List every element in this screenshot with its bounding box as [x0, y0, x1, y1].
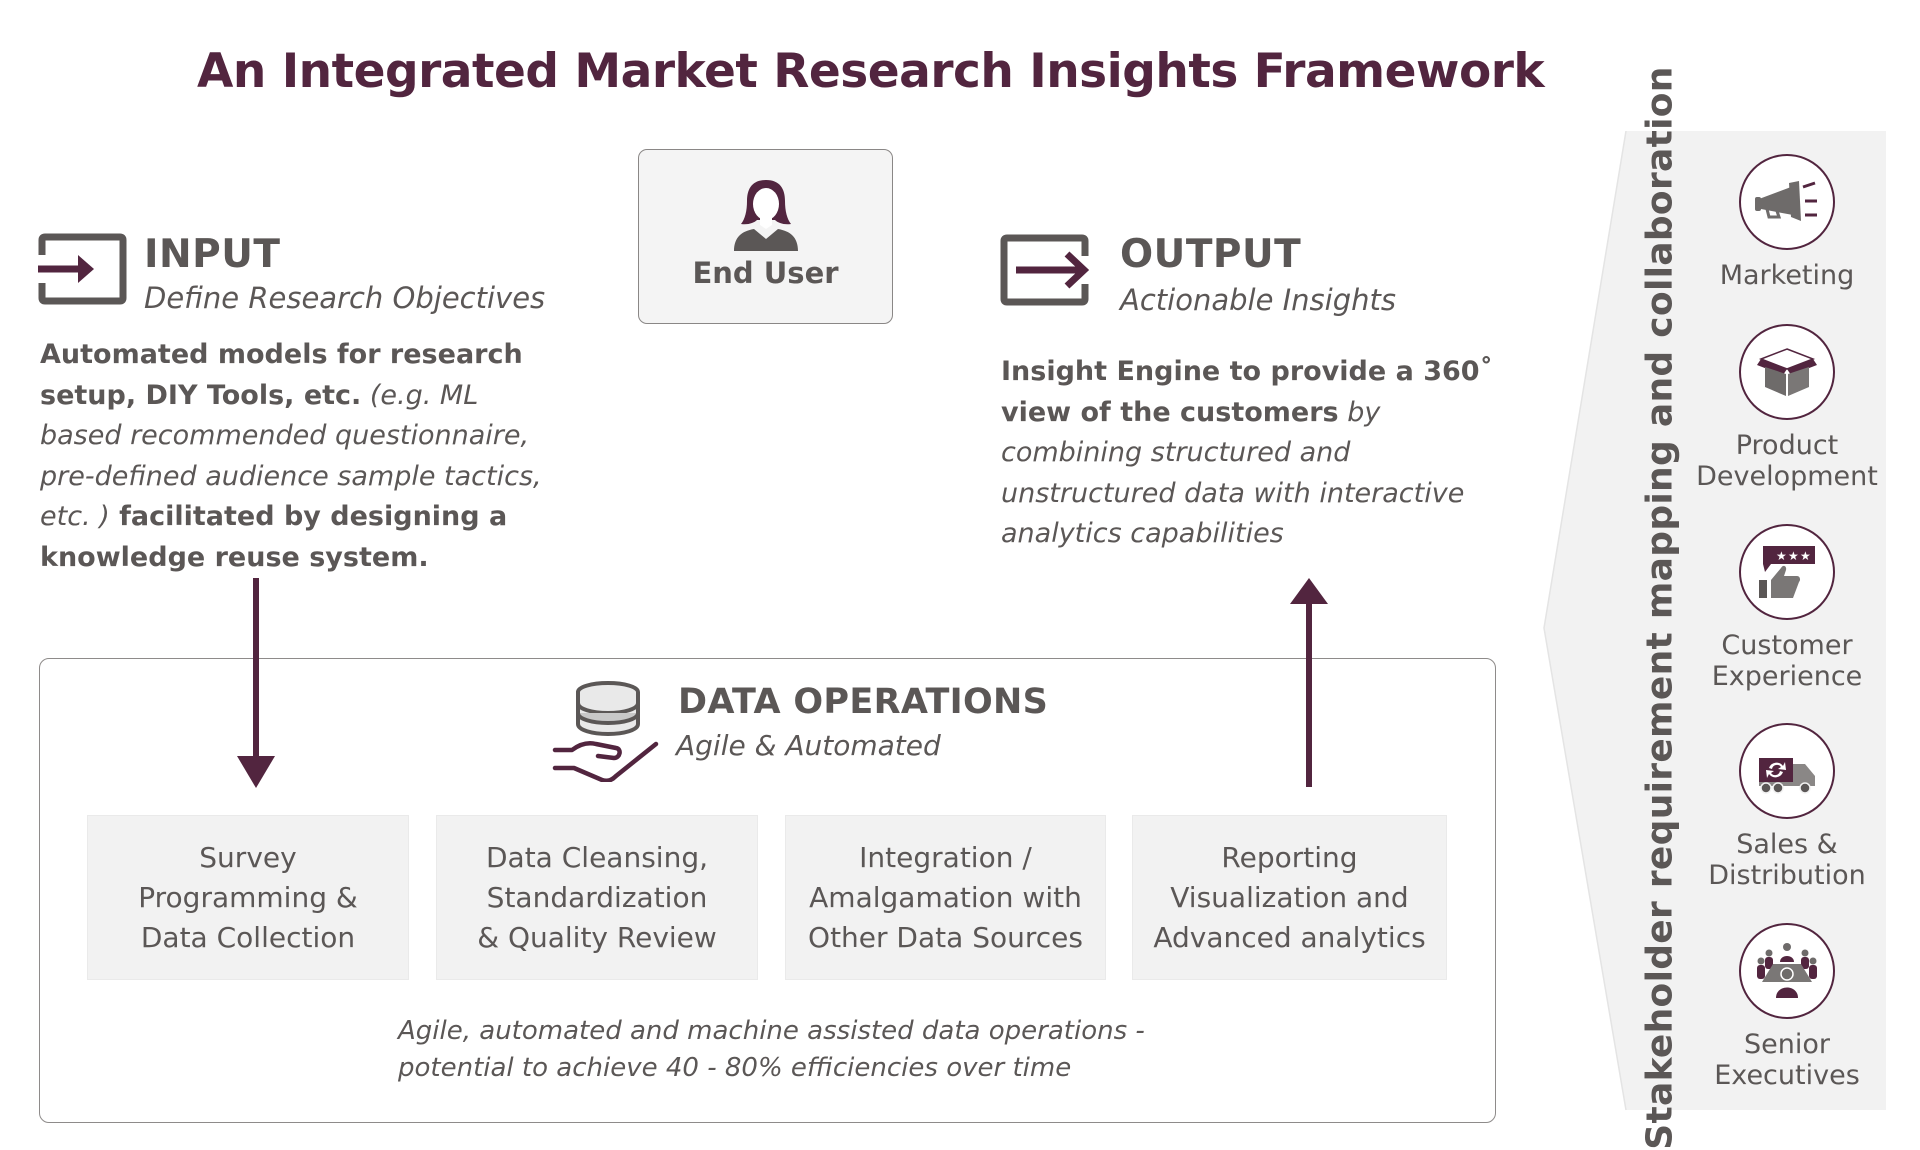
output-description: Insight Engine to provide a 360˚ view of… [1001, 352, 1506, 555]
stakeholder-heading: Stakeholder requirement mapping and coll… [1639, 66, 1681, 1150]
end-user-label: End User [692, 256, 839, 290]
role-label: Product [1735, 430, 1839, 461]
footer-line: potential to achieve 40 - 80% efficienci… [398, 1053, 1072, 1083]
output-arrow-icon [1000, 234, 1090, 310]
input-description-bold: Automated models for research setup, DIY… [40, 339, 523, 411]
step-line: Other Data Sources [808, 920, 1083, 954]
step-line: Amalgamation with [809, 880, 1082, 914]
step-line: Visualization and [1170, 880, 1409, 914]
role-label: Development [1696, 461, 1878, 492]
role-label: Distribution [1708, 860, 1866, 891]
step-line: & Quality Review [477, 920, 717, 954]
step-line: Advanced analytics [1153, 920, 1426, 954]
input-subheading: Define Research Objectives [144, 281, 546, 315]
svg-text:★: ★ [1800, 549, 1811, 563]
role-label: Sales & [1736, 829, 1838, 860]
role-label: Executives [1714, 1060, 1860, 1091]
open-box-icon [1739, 324, 1835, 420]
svg-text:★: ★ [1776, 549, 1787, 563]
role-label: Marketing [1719, 260, 1855, 291]
database-hand-icon [552, 680, 662, 786]
megaphone-icon [1739, 154, 1835, 250]
step-line: Reporting [1221, 840, 1358, 874]
role-label: Customer [1721, 630, 1853, 661]
step-data-cleansing: Data Cleansing, Standardization & Quality … [436, 815, 758, 980]
arrow-up-icon [1290, 578, 1328, 608]
svg-text:★: ★ [1788, 549, 1799, 563]
step-line: Data Cleansing, [485, 840, 708, 874]
delivery-truck-icon [1739, 723, 1835, 819]
output-subheading: Actionable Insights [1120, 283, 1396, 317]
step-line: Data Collection [140, 920, 356, 954]
data-operations-heading: DATA OPERATIONS [678, 682, 1049, 722]
rating-thumbs-up-icon: ★ ★ ★ [1739, 524, 1835, 620]
output-description-italic: by combining structured and unstructured… [1001, 396, 1465, 550]
step-line: Standardization [486, 880, 708, 914]
step-line: Integration / [859, 840, 1032, 874]
step-line: Survey [199, 840, 297, 874]
footer-line: Agile, automated and machine assisted da… [398, 1016, 1145, 1046]
output-description-bold: Insight Engine to provide a 360˚ view of… [1001, 356, 1494, 428]
input-flow-arrow-shaft [253, 578, 259, 758]
input-description: Automated models for research setup, DIY… [40, 335, 560, 578]
role-marketing: Marketing [1677, 154, 1897, 291]
input-arrow-icon [38, 233, 127, 309]
output-flow-arrow-shaft [1306, 602, 1312, 787]
role-sales-distribution: Sales &Distribution [1677, 723, 1897, 891]
page-title: An Integrated Market Research Insights F… [197, 44, 1545, 99]
role-label: Senior [1744, 1029, 1830, 1060]
step-line: Programming & [138, 880, 358, 914]
meeting-table-icon [1739, 923, 1835, 1019]
role-label: Experience [1711, 661, 1863, 692]
input-heading: INPUT [144, 232, 281, 277]
arrow-down-icon [237, 756, 275, 792]
user-icon [730, 177, 802, 257]
end-user-box: End User [638, 149, 893, 324]
data-operations-footer: Agile, automated and machine assisted da… [398, 1013, 1145, 1087]
output-heading: OUTPUT [1120, 232, 1302, 277]
data-operations-subheading: Agile & Automated [676, 729, 941, 762]
input-description-italic: (e.g. ML based recommended questionnaire… [40, 379, 542, 533]
input-description-bold-2: facilitated by designing a knowledge reu… [40, 501, 508, 573]
